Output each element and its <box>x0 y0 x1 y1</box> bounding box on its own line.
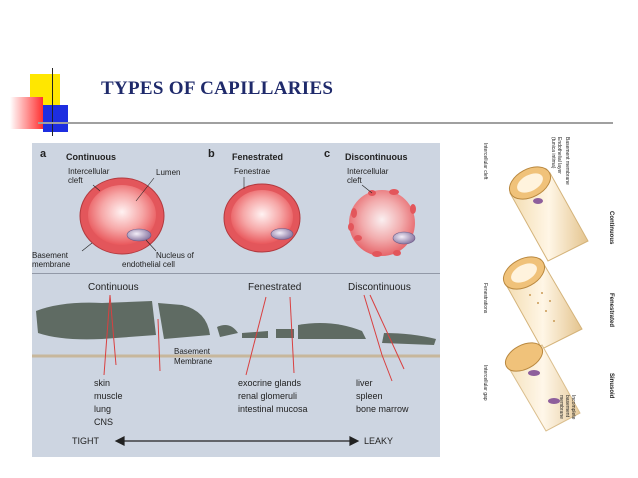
fenestrated-capillary-cross-section <box>223 177 301 253</box>
discontinuous-capillary-cross-section <box>348 184 416 257</box>
label-c-intercellular: Intercellular <box>347 167 389 176</box>
site-spleen: spleen <box>356 391 383 401</box>
site-skin: skin <box>94 378 110 388</box>
panel-letter-b: b <box>208 148 215 160</box>
label-nucleus-of: Nucleus of <box>156 251 195 260</box>
side-label-endothelial-layer: Endothelial layer <box>556 137 562 174</box>
site-lung: lung <box>94 404 111 414</box>
capillary-3d-figure: Continuous Fenestrated Sinusoid Basement… <box>482 137 614 432</box>
scale-tight: TIGHT <box>72 436 99 446</box>
capillary-types-diagram: a Continuous Intercellular cleft Lumen B… <box>32 143 440 457</box>
label-fenestrae: Fenestrae <box>234 167 271 176</box>
side-label-basement: basement <box>564 395 570 418</box>
continuous-tube-illustration <box>508 166 589 262</box>
label-endothelial-cell: endothelial cell <box>122 260 175 269</box>
lower-header-fenestrated: Fenestrated <box>248 282 301 293</box>
panel-title-discontinuous: Discontinuous <box>345 152 408 162</box>
lower-header-continuous: Continuous <box>88 282 139 293</box>
side-label-tunica-intima: (tunica intima) <box>550 137 556 169</box>
side-label-fenestrations: Fenestrations <box>482 283 488 314</box>
side-label-intercellular-cleft: Intercellular cleft <box>482 143 488 180</box>
site-renal-glomeruli: renal glomeruli <box>238 391 297 401</box>
side-label-continuous: Continuous <box>608 211 614 245</box>
site-intestinal-mucosa: intestinal mucosa <box>238 404 308 414</box>
site-muscle: muscle <box>94 391 123 401</box>
side-label-incomplete: Incomplete <box>570 395 576 420</box>
tight-leaky-arrow <box>114 436 360 446</box>
label-membrane-lower: Membrane <box>174 357 213 366</box>
title-rule <box>38 122 613 124</box>
lower-header-discontinuous: Discontinuous <box>348 282 411 293</box>
side-label-basement-membrane: Basement membrane <box>564 137 570 185</box>
accent-vertical-line <box>52 68 53 136</box>
side-label-intercellular-gap: Intercellular gap <box>482 365 488 401</box>
sinusoid-tube-illustration <box>504 342 581 432</box>
slide-title: TYPES OF CAPILLARIES <box>101 78 334 99</box>
label-cleft: cleft <box>68 176 83 185</box>
site-liver: liver <box>356 378 373 388</box>
endothelial-cell-profiles <box>36 301 436 345</box>
continuous-capillary-cross-section <box>79 177 165 255</box>
site-cns: CNS <box>94 417 113 427</box>
panel-letter-c: c <box>324 148 330 160</box>
panel-title-fenestrated: Fenestrated <box>232 152 283 162</box>
transport-arrows <box>103 294 405 382</box>
label-intercellular: Intercellular <box>68 167 110 176</box>
label-basement-lower: Basement <box>174 347 211 356</box>
label-basement: Basement <box>32 251 69 260</box>
panel-letter-a: a <box>40 148 47 160</box>
site-bone-marrow: bone marrow <box>356 404 409 414</box>
fenestrated-tube-illustration <box>502 256 583 350</box>
scale-leaky: LEAKY <box>364 436 393 446</box>
label-c-cleft: cleft <box>347 176 362 185</box>
panel-title-continuous: Continuous <box>66 152 116 162</box>
accent-blue-square <box>43 105 68 132</box>
label-membrane: membrane <box>32 260 71 269</box>
site-exocrine-glands: exocrine glands <box>238 378 302 388</box>
accent-red-square <box>10 97 43 129</box>
label-lumen: Lumen <box>156 168 180 177</box>
side-label-fenestrated: Fenestrated <box>608 293 614 327</box>
side-label-membrane: membrane <box>558 395 564 419</box>
side-label-sinusoid: Sinusoid <box>608 373 614 399</box>
